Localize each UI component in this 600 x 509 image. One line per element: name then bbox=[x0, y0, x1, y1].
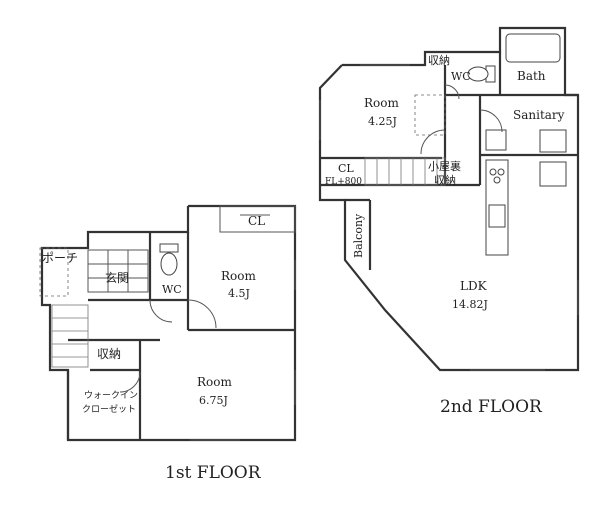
first-floor-caption: 1st FLOOR bbox=[165, 463, 262, 483]
second-floor-storage-label: 収納 bbox=[428, 54, 450, 67]
second-floor-room-size-label: 4.25J bbox=[368, 115, 397, 128]
bath-label: Bath bbox=[517, 69, 546, 83]
door-swing-room-2f bbox=[420, 129, 446, 155]
attic-storage-label-line1: 小屋裏 bbox=[428, 159, 461, 173]
second-floor-wc-label: WC bbox=[451, 70, 471, 83]
second-floor-plan: 収納 WC Bath Room 4.25J Sanitary CL FL+800… bbox=[318, 26, 580, 417]
porch-label: ポーチ bbox=[42, 251, 78, 265]
room-a-name-label: Room bbox=[221, 269, 256, 283]
storage-label: 収納 bbox=[97, 347, 121, 361]
ldk-name-label: LDK bbox=[460, 279, 488, 293]
second-floor-landing-outline bbox=[414, 94, 446, 136]
walkin-label-line2: クローゼット bbox=[82, 403, 136, 415]
entrance-tiles bbox=[87, 249, 149, 293]
bathtub-icon bbox=[505, 33, 561, 63]
door-swing-room-a bbox=[187, 299, 217, 329]
second-floor-windows bbox=[319, 64, 579, 371]
second-floor-room-name-label: Room bbox=[364, 96, 399, 110]
door-swing-walkin bbox=[119, 371, 141, 393]
first-floor-closet-outline bbox=[219, 205, 296, 233]
door-swing-wc-2f bbox=[444, 84, 460, 100]
first-floor-windows bbox=[190, 214, 296, 441]
room-b-size-label: 6.75J bbox=[199, 394, 228, 407]
attic-storage-label-line2: 収納 bbox=[434, 174, 456, 187]
room-a-size-label: 4.5J bbox=[228, 287, 250, 300]
first-floor-wc-label: WC bbox=[162, 283, 182, 296]
toilet-icon bbox=[159, 243, 179, 276]
washer-icon bbox=[539, 129, 567, 153]
door-swing-sanitary bbox=[479, 109, 503, 133]
sanitary-label: Sanitary bbox=[513, 108, 565, 122]
porch-outline bbox=[39, 247, 69, 297]
first-floor-cl-label: CL bbox=[248, 214, 265, 228]
second-floor-outer-wall bbox=[318, 26, 580, 372]
toilet-icon-2f bbox=[467, 65, 496, 83]
room-b-name-label: Room bbox=[197, 375, 232, 389]
first-floor-plan: ポーチ 玄関 WC CL Room 4.5J 収納 ウォークイン クローゼット … bbox=[39, 204, 297, 483]
first-floor-stairs bbox=[51, 304, 89, 368]
door-swing-wc bbox=[149, 299, 173, 323]
second-floor-cl-label: CL bbox=[338, 162, 354, 175]
second-floor-stairs bbox=[364, 157, 446, 186]
fridge-icon bbox=[539, 161, 567, 187]
floor-level-note: FL+800 bbox=[325, 177, 362, 187]
first-floor-outer-wall bbox=[40, 204, 297, 442]
kitchen-counter bbox=[485, 159, 509, 256]
entrance-label: 玄関 bbox=[105, 270, 129, 285]
washbasin-icon bbox=[485, 129, 507, 151]
ldk-size-label: 14.82J bbox=[452, 298, 488, 311]
balcony-label: Balcony bbox=[352, 213, 365, 258]
walkin-label-line1: ウォークイン bbox=[84, 390, 138, 401]
second-floor-caption: 2nd FLOOR bbox=[440, 397, 543, 417]
